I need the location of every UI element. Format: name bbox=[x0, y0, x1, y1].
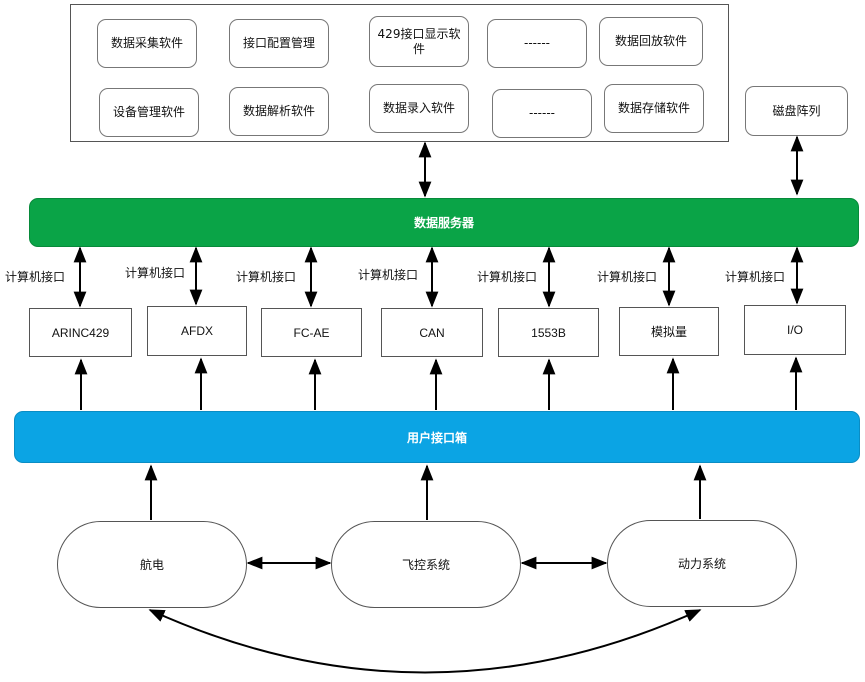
software-data-entry[interactable]: 数据录入软件 bbox=[369, 84, 469, 133]
software-placeholder-1[interactable]: ------ bbox=[487, 19, 587, 68]
computer-interface-label-1: 计算机接口 bbox=[5, 270, 66, 284]
software-data-parsing[interactable]: 数据解析软件 bbox=[229, 87, 329, 136]
computer-interface-label-7: 计算机接口 bbox=[725, 270, 786, 284]
computer-interface-label-5: 计算机接口 bbox=[477, 270, 538, 284]
system-avionics[interactable]: 航电 bbox=[57, 521, 247, 608]
interface-can[interactable]: CAN bbox=[381, 308, 483, 357]
software-device-management[interactable]: 设备管理软件 bbox=[99, 88, 199, 137]
interface-arinc429[interactable]: ARINC429 bbox=[29, 308, 132, 357]
computer-interface-label-6: 计算机接口 bbox=[597, 270, 658, 284]
user-interface-box-bus[interactable]: 用户接口箱 bbox=[14, 411, 860, 463]
software-429-display[interactable]: 429接口显示软件 bbox=[369, 16, 469, 67]
interface-fc-ae[interactable]: FC-AE bbox=[261, 308, 362, 357]
software-placeholder-2[interactable]: ------ bbox=[492, 89, 592, 138]
computer-interface-label-2: 计算机接口 bbox=[125, 266, 186, 280]
system-power[interactable]: 动力系统 bbox=[607, 520, 797, 607]
software-interface-config[interactable]: 接口配置管理 bbox=[229, 19, 329, 68]
software-data-acquisition[interactable]: 数据采集软件 bbox=[97, 19, 197, 68]
computer-interface-label-3: 计算机接口 bbox=[236, 270, 297, 284]
data-server-bus[interactable]: 数据服务器 bbox=[29, 198, 859, 247]
software-data-playback[interactable]: 数据回放软件 bbox=[599, 17, 703, 66]
interface-afdx[interactable]: AFDX bbox=[147, 306, 247, 356]
computer-interface-label-4: 计算机接口 bbox=[358, 268, 419, 282]
software-data-storage[interactable]: 数据存储软件 bbox=[604, 84, 704, 133]
interface-1553b[interactable]: 1553B bbox=[498, 308, 599, 357]
interface-io[interactable]: I/O bbox=[744, 305, 846, 355]
interface-analog[interactable]: 模拟量 bbox=[619, 307, 719, 356]
disk-array[interactable]: 磁盘阵列 bbox=[745, 86, 848, 136]
arrow-avionics-power-curve bbox=[148, 609, 702, 674]
